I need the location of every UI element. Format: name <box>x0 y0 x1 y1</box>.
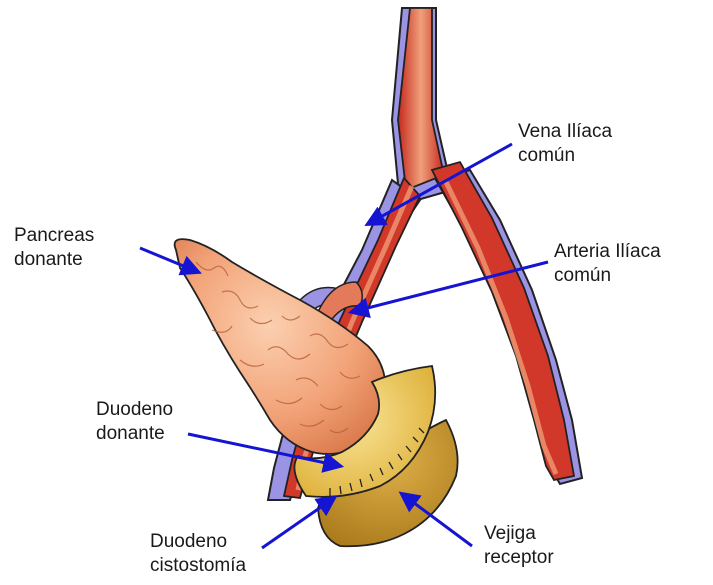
label-pancreas: Pancreas donante <box>14 224 94 272</box>
label-duodeno-donante: Duodeno donante <box>96 398 173 446</box>
label-duodeno-line2: donante <box>96 422 173 446</box>
label-pancreas-line2: donante <box>14 248 94 272</box>
label-vena-iliaca: Vena Ilíaca común <box>518 120 612 168</box>
label-duodeno-line1: Duodeno <box>96 398 173 422</box>
label-vejiga-line2: receptor <box>484 546 554 570</box>
label-vejiga-receptor: Vejiga receptor <box>484 522 554 570</box>
label-arteria-line1: Arteria Ilíaca <box>554 240 661 264</box>
label-duodeno-cistostomia: Duodeno cistostomía <box>150 530 246 578</box>
label-vejiga-line1: Vejiga <box>484 522 554 546</box>
label-vena-line2: común <box>518 144 612 168</box>
label-arteria-iliaca: Arteria Ilíaca común <box>554 240 661 288</box>
label-cistostomia-line2: cistostomía <box>150 554 246 578</box>
label-pancreas-line1: Pancreas <box>14 224 94 248</box>
label-arteria-line2: común <box>554 264 661 288</box>
label-cistostomia-line1: Duodeno <box>150 530 246 554</box>
label-vena-line1: Vena Ilíaca <box>518 120 612 144</box>
